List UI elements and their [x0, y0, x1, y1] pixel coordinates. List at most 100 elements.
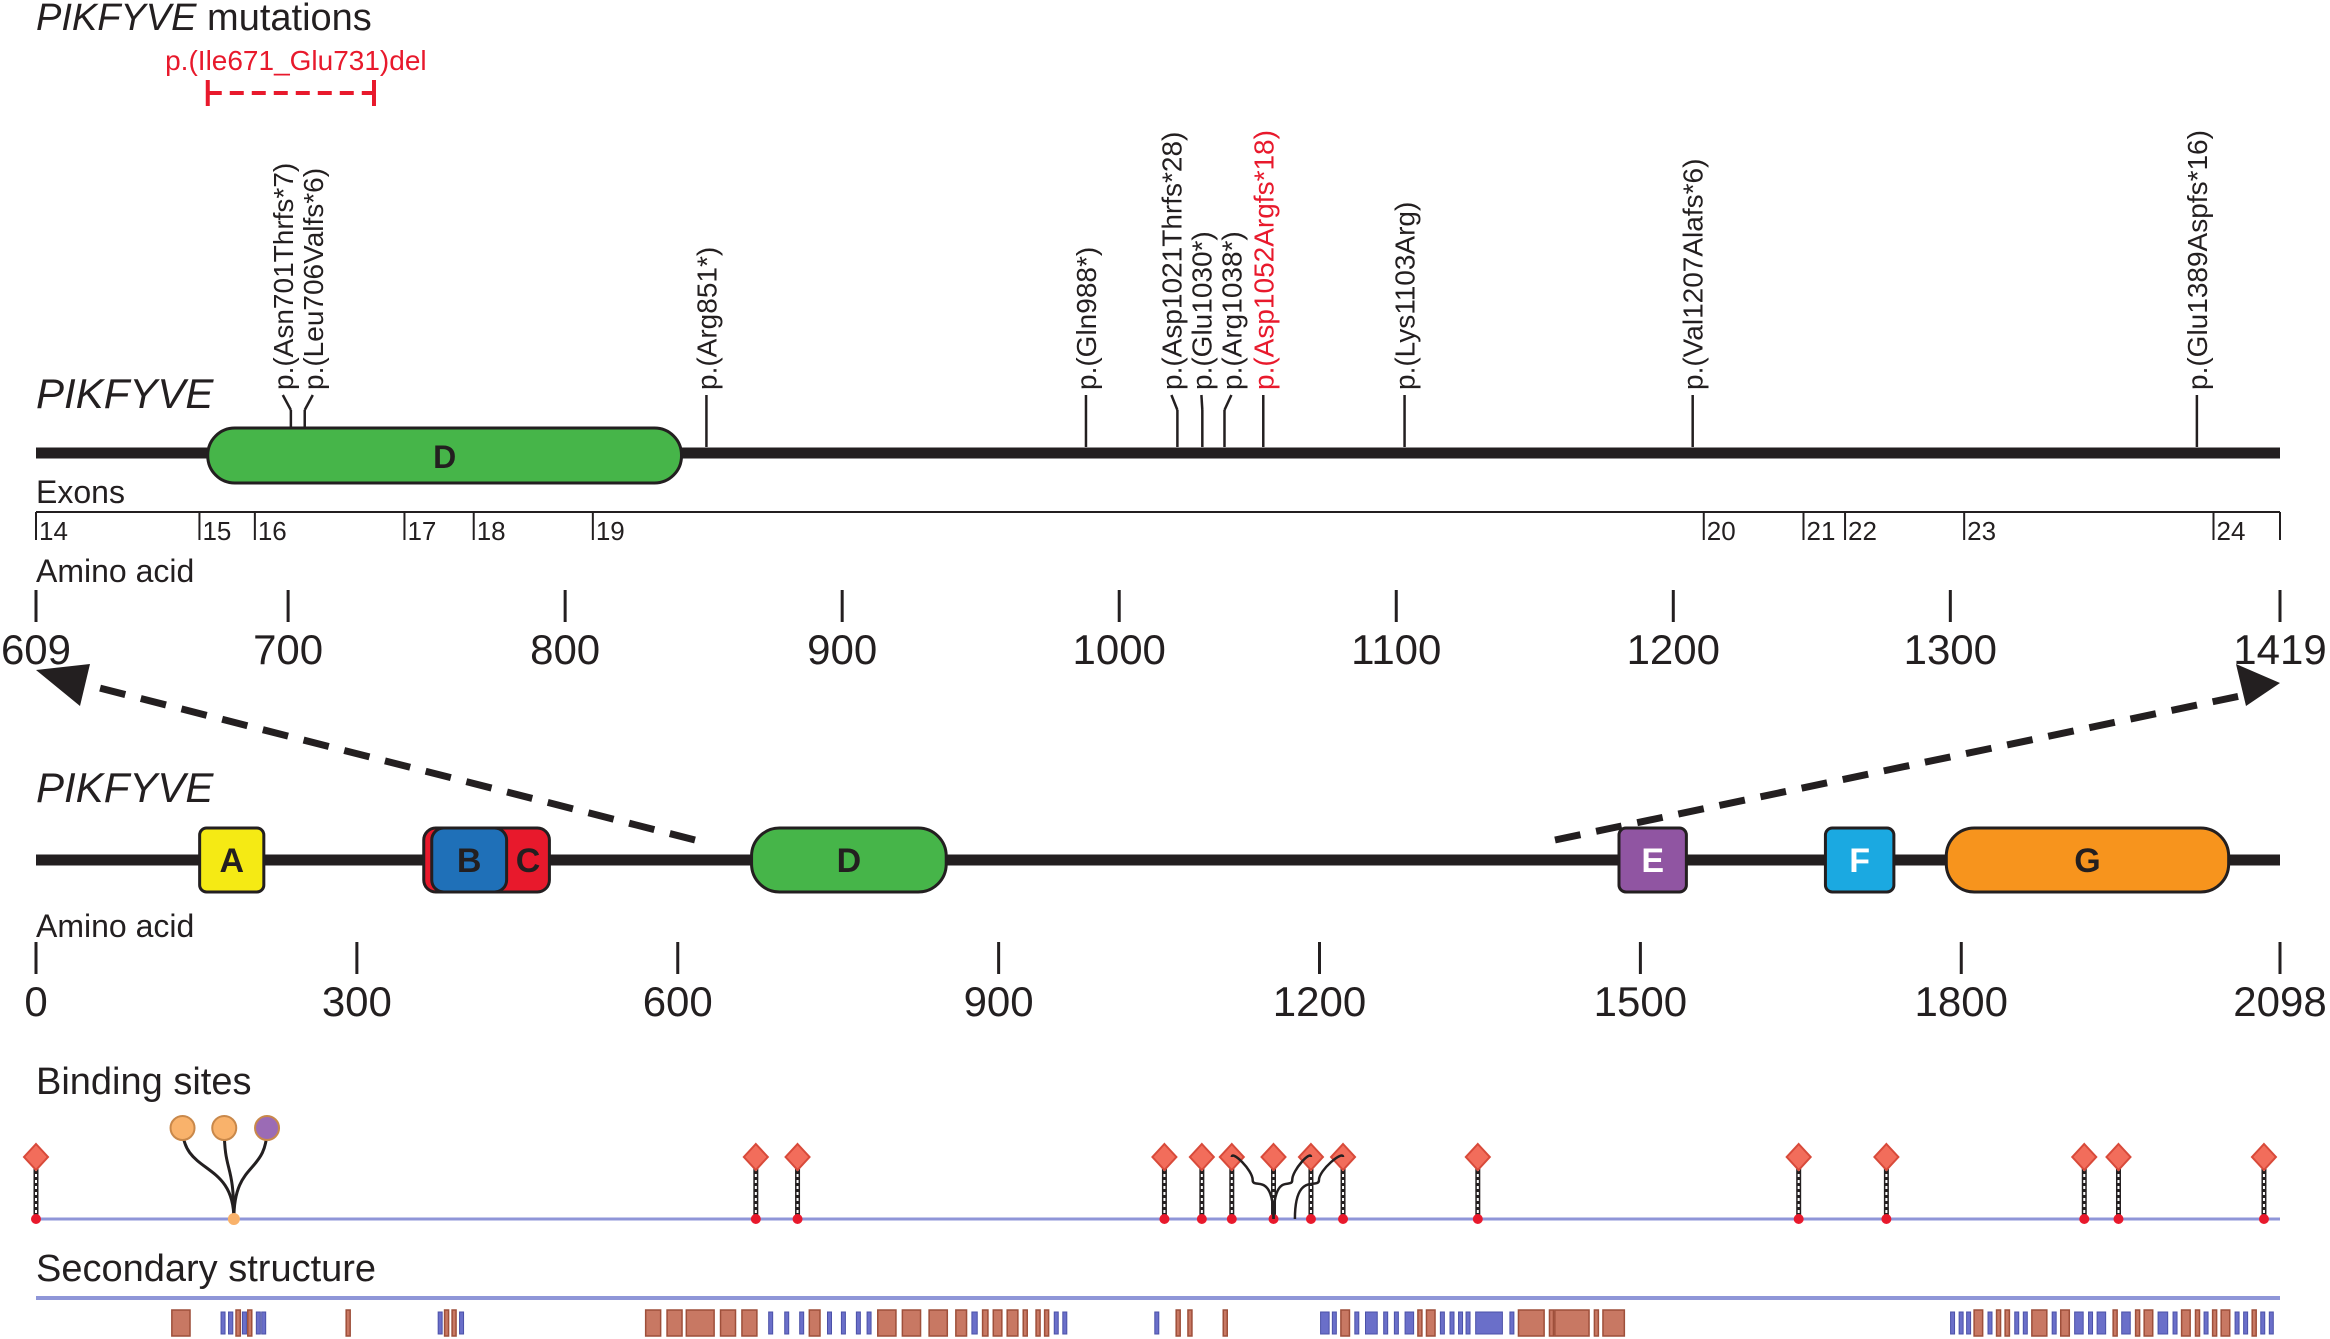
helix-element [171, 1309, 191, 1337]
deletion-label: p.(Ile671_Glu731)del [165, 45, 427, 76]
binding-circle [169, 1115, 196, 1141]
helix-element [981, 1309, 989, 1337]
helix-element [1554, 1309, 1590, 1337]
binding-circle [211, 1115, 238, 1141]
domain-label: E [1641, 842, 1664, 880]
helix-element [877, 1309, 897, 1337]
binding-circle-stalk [181, 1127, 236, 1220]
zoom-axis-tick-label: 609 [1, 626, 71, 673]
binding-site-anchor [2258, 1214, 2269, 1224]
zoom-arrow-right-head [2236, 664, 2280, 706]
strand-element [1987, 1311, 1993, 1335]
helix-element [1340, 1309, 1351, 1337]
strand-element [1393, 1311, 1399, 1335]
binding-site-anchor [750, 1214, 761, 1224]
exon-number: 22 [1848, 516, 1877, 546]
strand-element [241, 1311, 247, 1335]
full-axis-tick-label: 300 [322, 978, 392, 1025]
helix-element [1425, 1309, 1436, 1337]
zoom-mutation-markers: p.(Asn701Thrfs*7)p.(Leu706Valfs*6)p.(Arg… [268, 130, 2213, 447]
exons-label: Exons [36, 474, 125, 510]
helix-element [2251, 1309, 2257, 1337]
helix-element [2031, 1309, 2048, 1337]
exon-number: 14 [39, 516, 68, 546]
binding-site-anchor [1305, 1214, 1316, 1224]
strand-element [1458, 1311, 1464, 1335]
strand-element [768, 1311, 774, 1335]
strand-element [2014, 1311, 2020, 1335]
binding-site-diamond [2105, 1142, 2132, 1172]
zoom-arrow-left-line [79, 679, 696, 844]
domain-shape [430, 826, 509, 894]
strand-element [1966, 1311, 1972, 1335]
strand-element [1439, 1311, 1445, 1335]
zoom-axis-tick-label: 1300 [1904, 626, 1997, 673]
helix-element [901, 1309, 922, 1337]
strand-element [2088, 1311, 2094, 1335]
helix-element [685, 1309, 715, 1337]
helix-element [1973, 1309, 1984, 1337]
full-aa-label: Amino acid [36, 908, 194, 944]
strand-element [2074, 1311, 2084, 1335]
helix-element [451, 1309, 457, 1337]
domain-d-shape [206, 426, 683, 485]
strand-element [220, 1311, 226, 1335]
mutation-label: p.(Asp1052Argfs*18) [1248, 130, 1279, 390]
strand-element [2243, 1311, 2249, 1335]
zoom-axis-tick-label: 800 [530, 626, 600, 673]
binding-site-diamond [1464, 1142, 1492, 1172]
helix-element [247, 1309, 253, 1337]
binding-circle [254, 1115, 281, 1141]
strand-element [2022, 1311, 2028, 1335]
strand-element [1465, 1311, 1471, 1335]
helix-element [235, 1309, 242, 1337]
title-gene: PIKFYVE [36, 0, 197, 39]
zoom-domain-d: D [206, 426, 683, 485]
binding-site-anchor [1226, 1214, 1237, 1224]
strand-element [1320, 1311, 1330, 1335]
helix-element [2112, 1309, 2118, 1337]
strand-element [2172, 1311, 2178, 1335]
title-suffix: mutations [197, 0, 372, 39]
binding-site-anchor [1338, 1214, 1349, 1224]
strand-element [2260, 1311, 2266, 1335]
binding-site-diamond [742, 1142, 770, 1172]
binding-site-anchor [1881, 1214, 1892, 1224]
mutation-leader [1200, 394, 1204, 411]
helix-element [1995, 1309, 2002, 1337]
binding-circle-anchor [227, 1213, 240, 1225]
helix-element [345, 1309, 351, 1337]
strand-element [1404, 1311, 1415, 1335]
zoom-arrow-right-line [1554, 692, 2241, 844]
helix-element [1187, 1309, 1193, 1337]
strand-element [255, 1311, 261, 1335]
binding-circle-stalk [232, 1127, 269, 1220]
strand-element [1053, 1311, 1059, 1335]
strand-element [1062, 1311, 1068, 1335]
strand-element [2268, 1311, 2274, 1335]
strand-element [1365, 1311, 1378, 1335]
strand-element [840, 1311, 846, 1335]
binding-site-anchor [1159, 1214, 1170, 1224]
helix-element [2134, 1309, 2141, 1337]
helix-element [2143, 1309, 2154, 1337]
strand-element [2121, 1311, 2131, 1335]
exon-number: 20 [1707, 516, 1736, 546]
helix-element [1035, 1309, 1041, 1337]
domain-label: D [837, 842, 862, 880]
helix-element [2059, 1309, 2071, 1337]
binding-sites-label: Binding sites [36, 1061, 251, 1103]
domain-shape [750, 826, 948, 894]
helix-element [719, 1309, 737, 1337]
binding-site-anchor [1196, 1214, 1207, 1224]
exon-number: 15 [202, 516, 231, 546]
zoom-axis-tick-label: 1200 [1627, 626, 1720, 673]
strand-element [1950, 1311, 1956, 1335]
strand-element [228, 1311, 234, 1335]
binding-site-markers [22, 1115, 2278, 1225]
domain-label: G [2074, 842, 2100, 880]
helix-element [1602, 1309, 1626, 1337]
